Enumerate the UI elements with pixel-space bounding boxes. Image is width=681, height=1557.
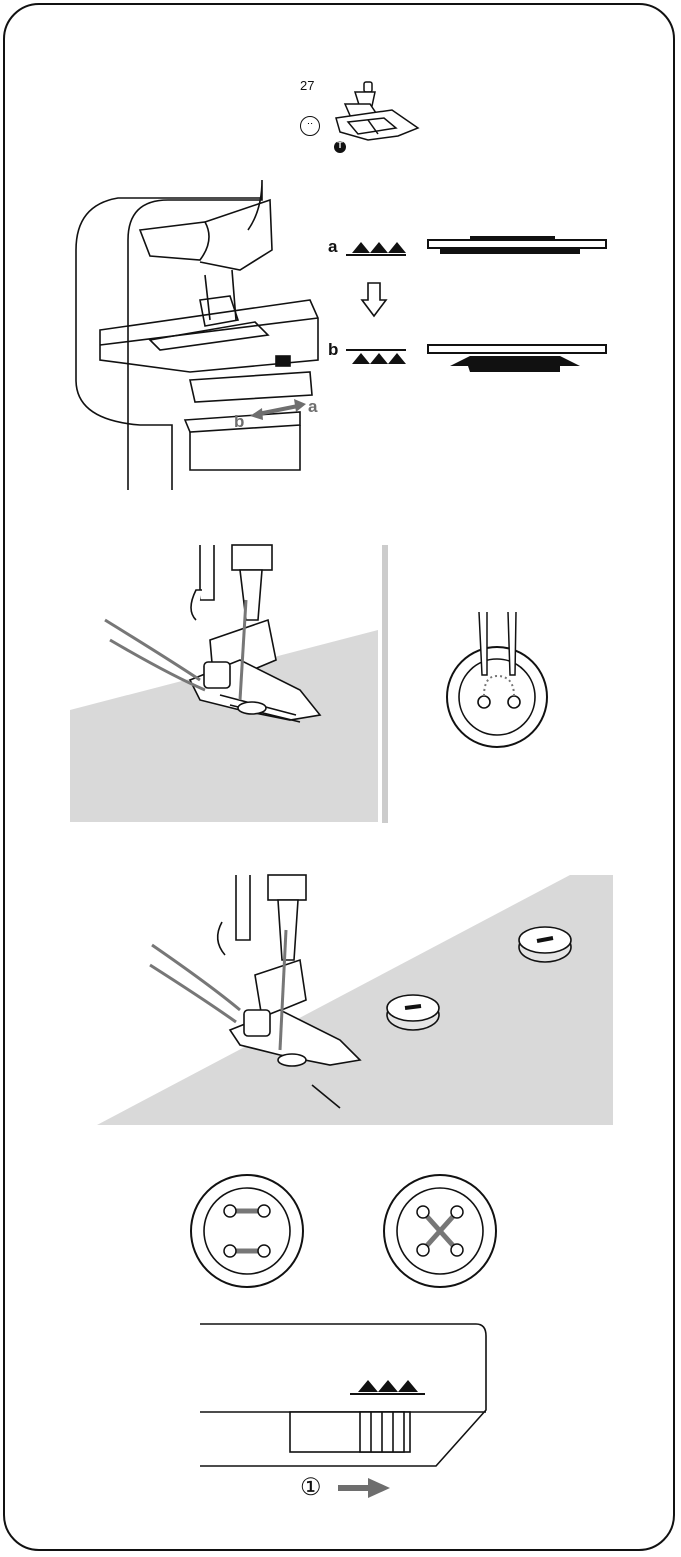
four-hole-button-cross <box>384 1175 496 1287</box>
foot-letter: T <box>336 140 344 150</box>
machine-base-drawing <box>200 1324 486 1466</box>
feed-dog-diagram-a <box>346 236 606 255</box>
fabric-panel-2 <box>97 875 613 1125</box>
button-on-fabric-2 <box>519 927 571 962</box>
feed-dog-diagram-b <box>346 345 606 372</box>
button-on-fabric-1 <box>387 995 439 1030</box>
presser-foot-button-1 <box>190 545 320 722</box>
sewing-machine-drawing <box>76 180 318 490</box>
lever-label-b: b <box>234 412 244 432</box>
step-number: ① <box>300 1473 322 1502</box>
twin-needle-button-detail <box>447 612 547 747</box>
lever-double-arrow <box>250 399 306 420</box>
presser-foot-icon <box>336 82 418 140</box>
down-arrow-icon <box>362 283 386 316</box>
four-hole-button-parallel <box>191 1175 303 1287</box>
right-arrow-icon <box>338 1478 390 1498</box>
lever-label-a: a <box>308 397 317 417</box>
feed-dog-label-a: a <box>328 237 337 257</box>
feed-dog-up-symbol <box>350 1380 425 1394</box>
feed-dog-label-b: b <box>328 340 338 360</box>
